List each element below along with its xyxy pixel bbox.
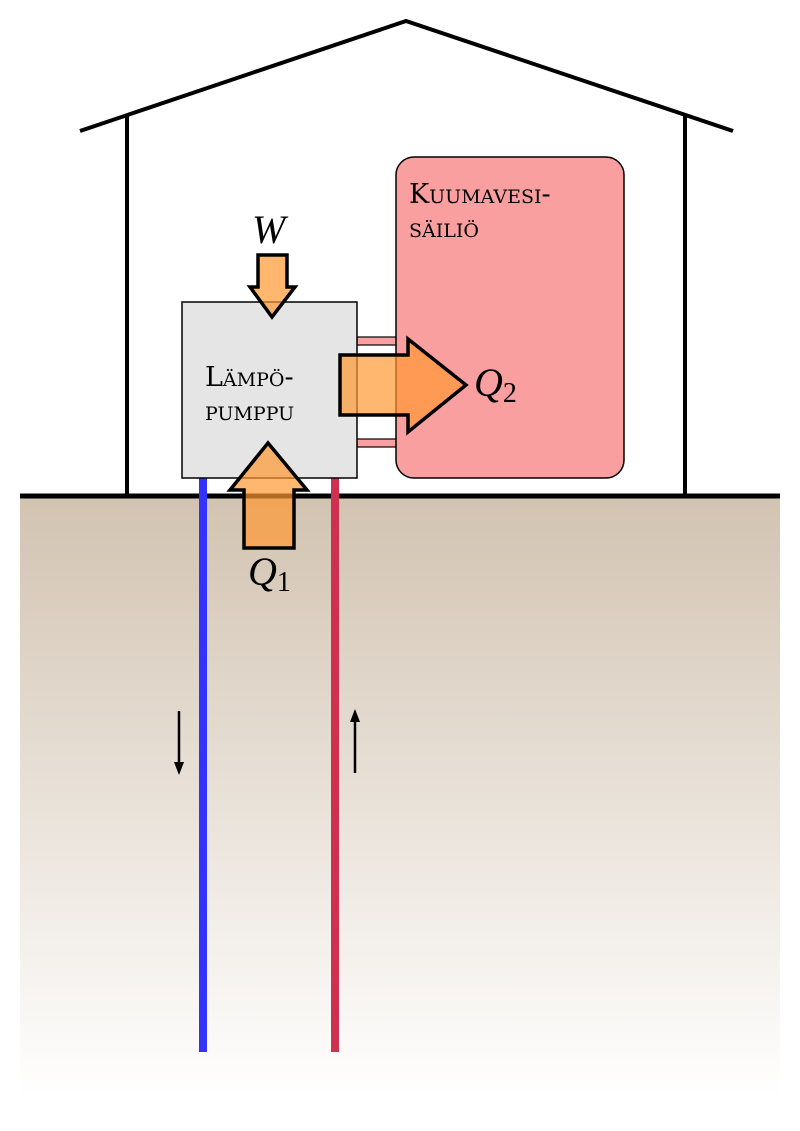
work-label: W bbox=[252, 207, 289, 252]
ground-loop bbox=[174, 478, 360, 1056]
heat-out-arrow-icon bbox=[338, 335, 469, 436]
pump-label-line1: Lämpö- bbox=[205, 362, 294, 393]
flow-down-arrowhead bbox=[174, 762, 184, 775]
flow-up-arrowhead bbox=[350, 709, 360, 722]
tank-label-line2: säiliö bbox=[409, 213, 479, 244]
pump-label-line2: pumppu bbox=[205, 396, 294, 427]
work-arrow-icon bbox=[246, 253, 299, 320]
heat-in-label: Q1 bbox=[248, 549, 291, 598]
heat-in-arrow-icon bbox=[226, 440, 311, 550]
ground bbox=[20, 496, 780, 1096]
heat-out-label: Q2 bbox=[474, 360, 517, 409]
house-roof bbox=[79, 18, 734, 133]
tank-label-line1: Kuumavesi- bbox=[409, 179, 551, 210]
